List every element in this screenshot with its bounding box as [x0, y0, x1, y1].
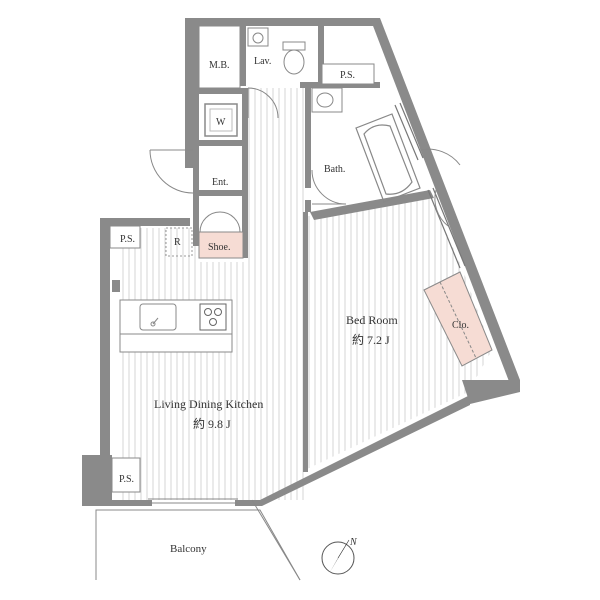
kitchen-sink-icon [139, 303, 177, 331]
ldk-floor [118, 88, 305, 500]
shoe-label: Shoe. [208, 242, 231, 253]
ps-left-box [109, 225, 141, 249]
kitchen-counter [119, 299, 233, 353]
lav-sink-icon [247, 27, 269, 47]
ps-left-label: P.S. [120, 234, 135, 245]
bath-label: Bath. [324, 164, 345, 175]
balcony [95, 499, 301, 581]
compass: N [321, 537, 358, 575]
w-label: W [216, 117, 226, 128]
compass-n-label: N [349, 537, 358, 548]
lav-label: Lav. [254, 56, 271, 67]
ldk-size-label: 約 9.8 J [193, 416, 231, 431]
toilet-icon [282, 41, 306, 75]
doors [149, 87, 461, 233]
refrigerator-box [165, 227, 193, 257]
ps-top-box [321, 63, 375, 85]
closet [423, 271, 493, 367]
bathtub-icon [355, 113, 421, 203]
bedroom-name-label: Bed Room [346, 313, 398, 327]
stove-icon [199, 303, 227, 331]
outer-walls [82, 18, 520, 506]
r-label: R [174, 237, 181, 248]
balcony-label: Balcony [170, 543, 207, 555]
bath-sink-icon [311, 87, 343, 113]
ldk-window [148, 498, 238, 504]
right-windows [394, 102, 466, 269]
shoe-cabinet [198, 231, 244, 259]
ldk-name-label: Living Dining Kitchen [154, 397, 263, 411]
ent-label: Ent. [212, 177, 228, 188]
bedroom-floor [305, 196, 492, 470]
ps-top-label: P.S. [340, 70, 355, 81]
closet-label: Clo. [452, 320, 469, 331]
ps-bottom-box [111, 457, 141, 493]
ps-bottom-label: P.S. [119, 474, 134, 485]
mb-label: M.B. [209, 60, 230, 71]
bedroom-size-label: 約 7.2 J [352, 332, 390, 347]
mb-room [198, 25, 241, 89]
